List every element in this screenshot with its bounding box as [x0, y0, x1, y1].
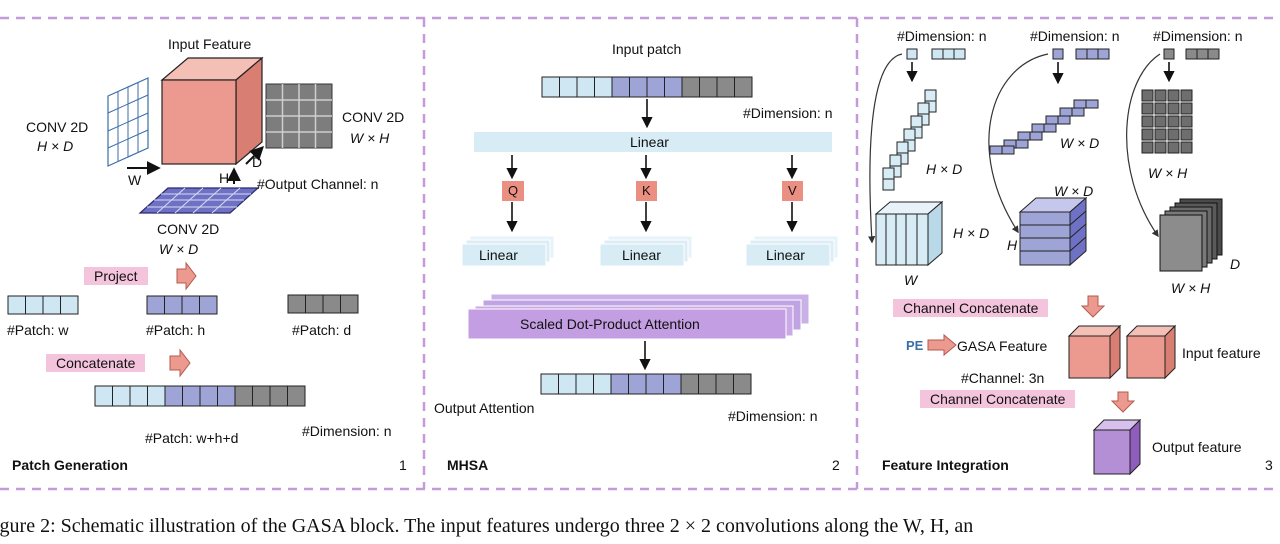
h-layer-cube: [1018, 196, 1088, 267]
gasa-feature-cube: [1067, 324, 1122, 380]
dim-label-col1: #Dimension: n: [897, 28, 987, 44]
patch-w-label: #Patch: w: [7, 322, 69, 338]
axis-w-label: W: [128, 172, 142, 188]
panel1-number: 1: [399, 457, 407, 473]
conv-wh-grid: [265, 83, 333, 149]
panel3-number: 3: [1265, 457, 1273, 473]
dimension-bottom-label: #Dimension: n: [728, 408, 818, 424]
linear-main-bar: [474, 132, 832, 152]
gasa-feature-label: GASA Feature: [957, 338, 1048, 354]
wxd-top-label: W × D: [1054, 183, 1094, 199]
hd-cube-stair: [882, 89, 937, 191]
dimension-label-p1: #Dimension: n: [302, 423, 392, 439]
d-axis-arrow: [245, 146, 264, 165]
project-label: Project: [84, 267, 148, 285]
input-patch-strip: [541, 76, 753, 98]
panel-borders: [0, 16, 1280, 491]
d-stack-cube: [1159, 198, 1223, 272]
k-box: K: [636, 181, 657, 201]
channel-concat-label-1: Channel Concatenate: [893, 299, 1049, 317]
conv-wd-label-1: CONV 2D: [157, 221, 220, 237]
linear-stack-q: [461, 235, 555, 267]
curve-arrow-col1: [868, 53, 903, 244]
patch-total-label: #Patch: w+h+d: [145, 430, 239, 446]
output-attention-strip: [540, 373, 752, 395]
d-stack-label: D: [1230, 256, 1241, 272]
axis-h-label: H: [219, 170, 230, 186]
dim-icons-col2: [1052, 48, 1110, 60]
hxd-mid-label: H × D: [953, 225, 990, 241]
dim-icons-col1: [906, 48, 966, 60]
attention-stack: [467, 293, 810, 340]
dim-label-col2: #Dimension: n: [1030, 28, 1120, 44]
axis-d-label: D: [252, 154, 263, 170]
panel2-number: 2: [832, 457, 840, 473]
input-feature-label-p3: Input feature: [1182, 345, 1261, 361]
curve-arrow-col2: [988, 53, 1049, 234]
panel1-title: Patch Generation: [12, 457, 128, 473]
channel-3n-label: #Channel: 3n: [961, 370, 1045, 386]
panel3-title: Feature Integration: [882, 457, 1009, 473]
w-slab-cube: [874, 200, 944, 267]
wxh-bottom-label: W × H: [1171, 280, 1211, 296]
patch-h-label: #Patch: h: [146, 322, 206, 338]
linear-stack-v: [745, 235, 839, 267]
linear-k-label: Linear: [622, 247, 661, 263]
patch-strip-h: [146, 295, 218, 315]
wh-cube-grid: [1141, 89, 1193, 154]
wxd-label: W × D: [1060, 135, 1100, 151]
figure-caption: igure 2: Schematic illustration of the G…: [0, 515, 974, 537]
concatenate-label: Concatenate: [46, 354, 146, 372]
linear-q-label: Linear: [479, 247, 518, 263]
panel2-title: MHSA: [447, 457, 489, 473]
input-feature-label: Input Feature: [168, 36, 252, 52]
patch-strip-w: [7, 295, 79, 315]
w-slab-label: W: [904, 272, 918, 288]
input-patch-label: Input patch: [612, 41, 682, 57]
conv-wh-label-1: CONV 2D: [342, 109, 405, 125]
output-channel-label: #Output Channel: n: [257, 176, 379, 192]
hxd-label: H × D: [926, 161, 963, 177]
dim-label-col3: #Dimension: n: [1153, 28, 1243, 44]
q-box: Q: [502, 181, 525, 201]
dimension-top-label: #Dimension: n: [743, 105, 833, 121]
dim-icons-col3: [1163, 48, 1220, 60]
project-arrow: [176, 261, 197, 291]
pe-arrow: [927, 333, 957, 357]
output-feature-label: Output feature: [1152, 439, 1242, 455]
conv-hd-grid: [107, 77, 149, 167]
input-feature-cube-small: [1125, 324, 1177, 380]
channel-concat-arrow-2: [1110, 391, 1136, 413]
linear-main-label: Linear: [630, 134, 669, 150]
patch-strip-d: [287, 294, 359, 314]
output-feature-cube: [1092, 418, 1142, 476]
channel-concat-label-2: Channel Concatenate: [920, 390, 1076, 408]
conv-wd-grid: [138, 187, 260, 214]
pe-label: PE: [906, 338, 924, 353]
concatenate-arrow: [169, 348, 191, 378]
h-layer-label: H: [1007, 237, 1018, 253]
concatenated-patch-strip: [94, 385, 306, 407]
wxh-label: W × H: [1148, 165, 1188, 181]
linear-v-label: Linear: [766, 247, 805, 263]
conv-hd-label-2: H × D: [37, 138, 74, 154]
curve-arrow-col3: [1126, 53, 1161, 238]
linear-stack-k: [599, 235, 693, 267]
output-attention-label: Output Attention: [434, 400, 535, 416]
conv-hd-label-1: CONV 2D: [26, 119, 89, 135]
v-box: V: [782, 181, 803, 201]
wd-cube-stair: [989, 99, 1099, 155]
conv-wh-label-2: W × H: [350, 130, 390, 146]
patch-d-label: #Patch: d: [292, 322, 352, 338]
conv-wd-label-2: W × D: [159, 241, 199, 257]
attention-label: Scaled Dot-Product Attention: [520, 316, 700, 332]
channel-concat-arrow-1: [1080, 295, 1106, 318]
input-feature-cube: [160, 56, 264, 166]
